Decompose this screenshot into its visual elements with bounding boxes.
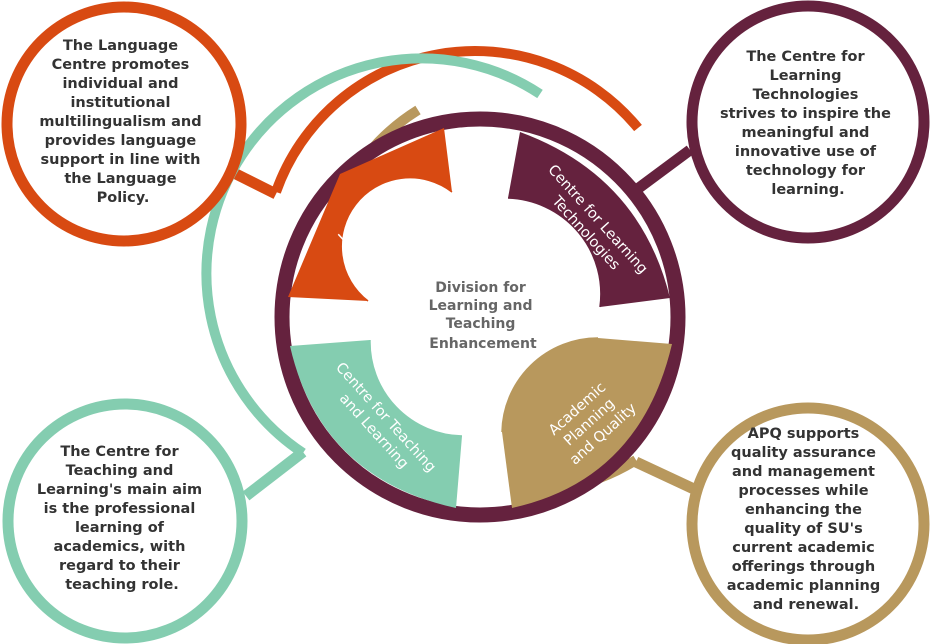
description-circle-technology [686, 0, 930, 244]
connector-apq [633, 457, 699, 495]
description-teaching: The Centre for Teaching and Learning's m… [37, 444, 207, 593]
inner-arc-technology [507, 197, 602, 308]
description-apq: APQ supports quality assurance and manag… [727, 426, 886, 613]
description-circle-teaching [2, 398, 248, 644]
segment-technology [508, 132, 670, 307]
connector-teaching [242, 447, 307, 501]
segment-apq [502, 338, 672, 508]
description-circle-language [1, 1, 247, 247]
description-technology: The Centre for Learning Technologies str… [720, 49, 896, 198]
inner-arc-teaching [369, 339, 463, 437]
center-title: Division for Learning and Teaching Enhan… [429, 280, 538, 352]
description-circle-apq [686, 402, 930, 644]
inner-arc-apq [501, 337, 599, 433]
segment-language [288, 128, 452, 301]
inner-arc-language [340, 176, 453, 302]
description-language: The Language Centre promotes individual … [39, 38, 206, 206]
segment-teaching [290, 340, 462, 508]
connector-language [229, 167, 279, 199]
